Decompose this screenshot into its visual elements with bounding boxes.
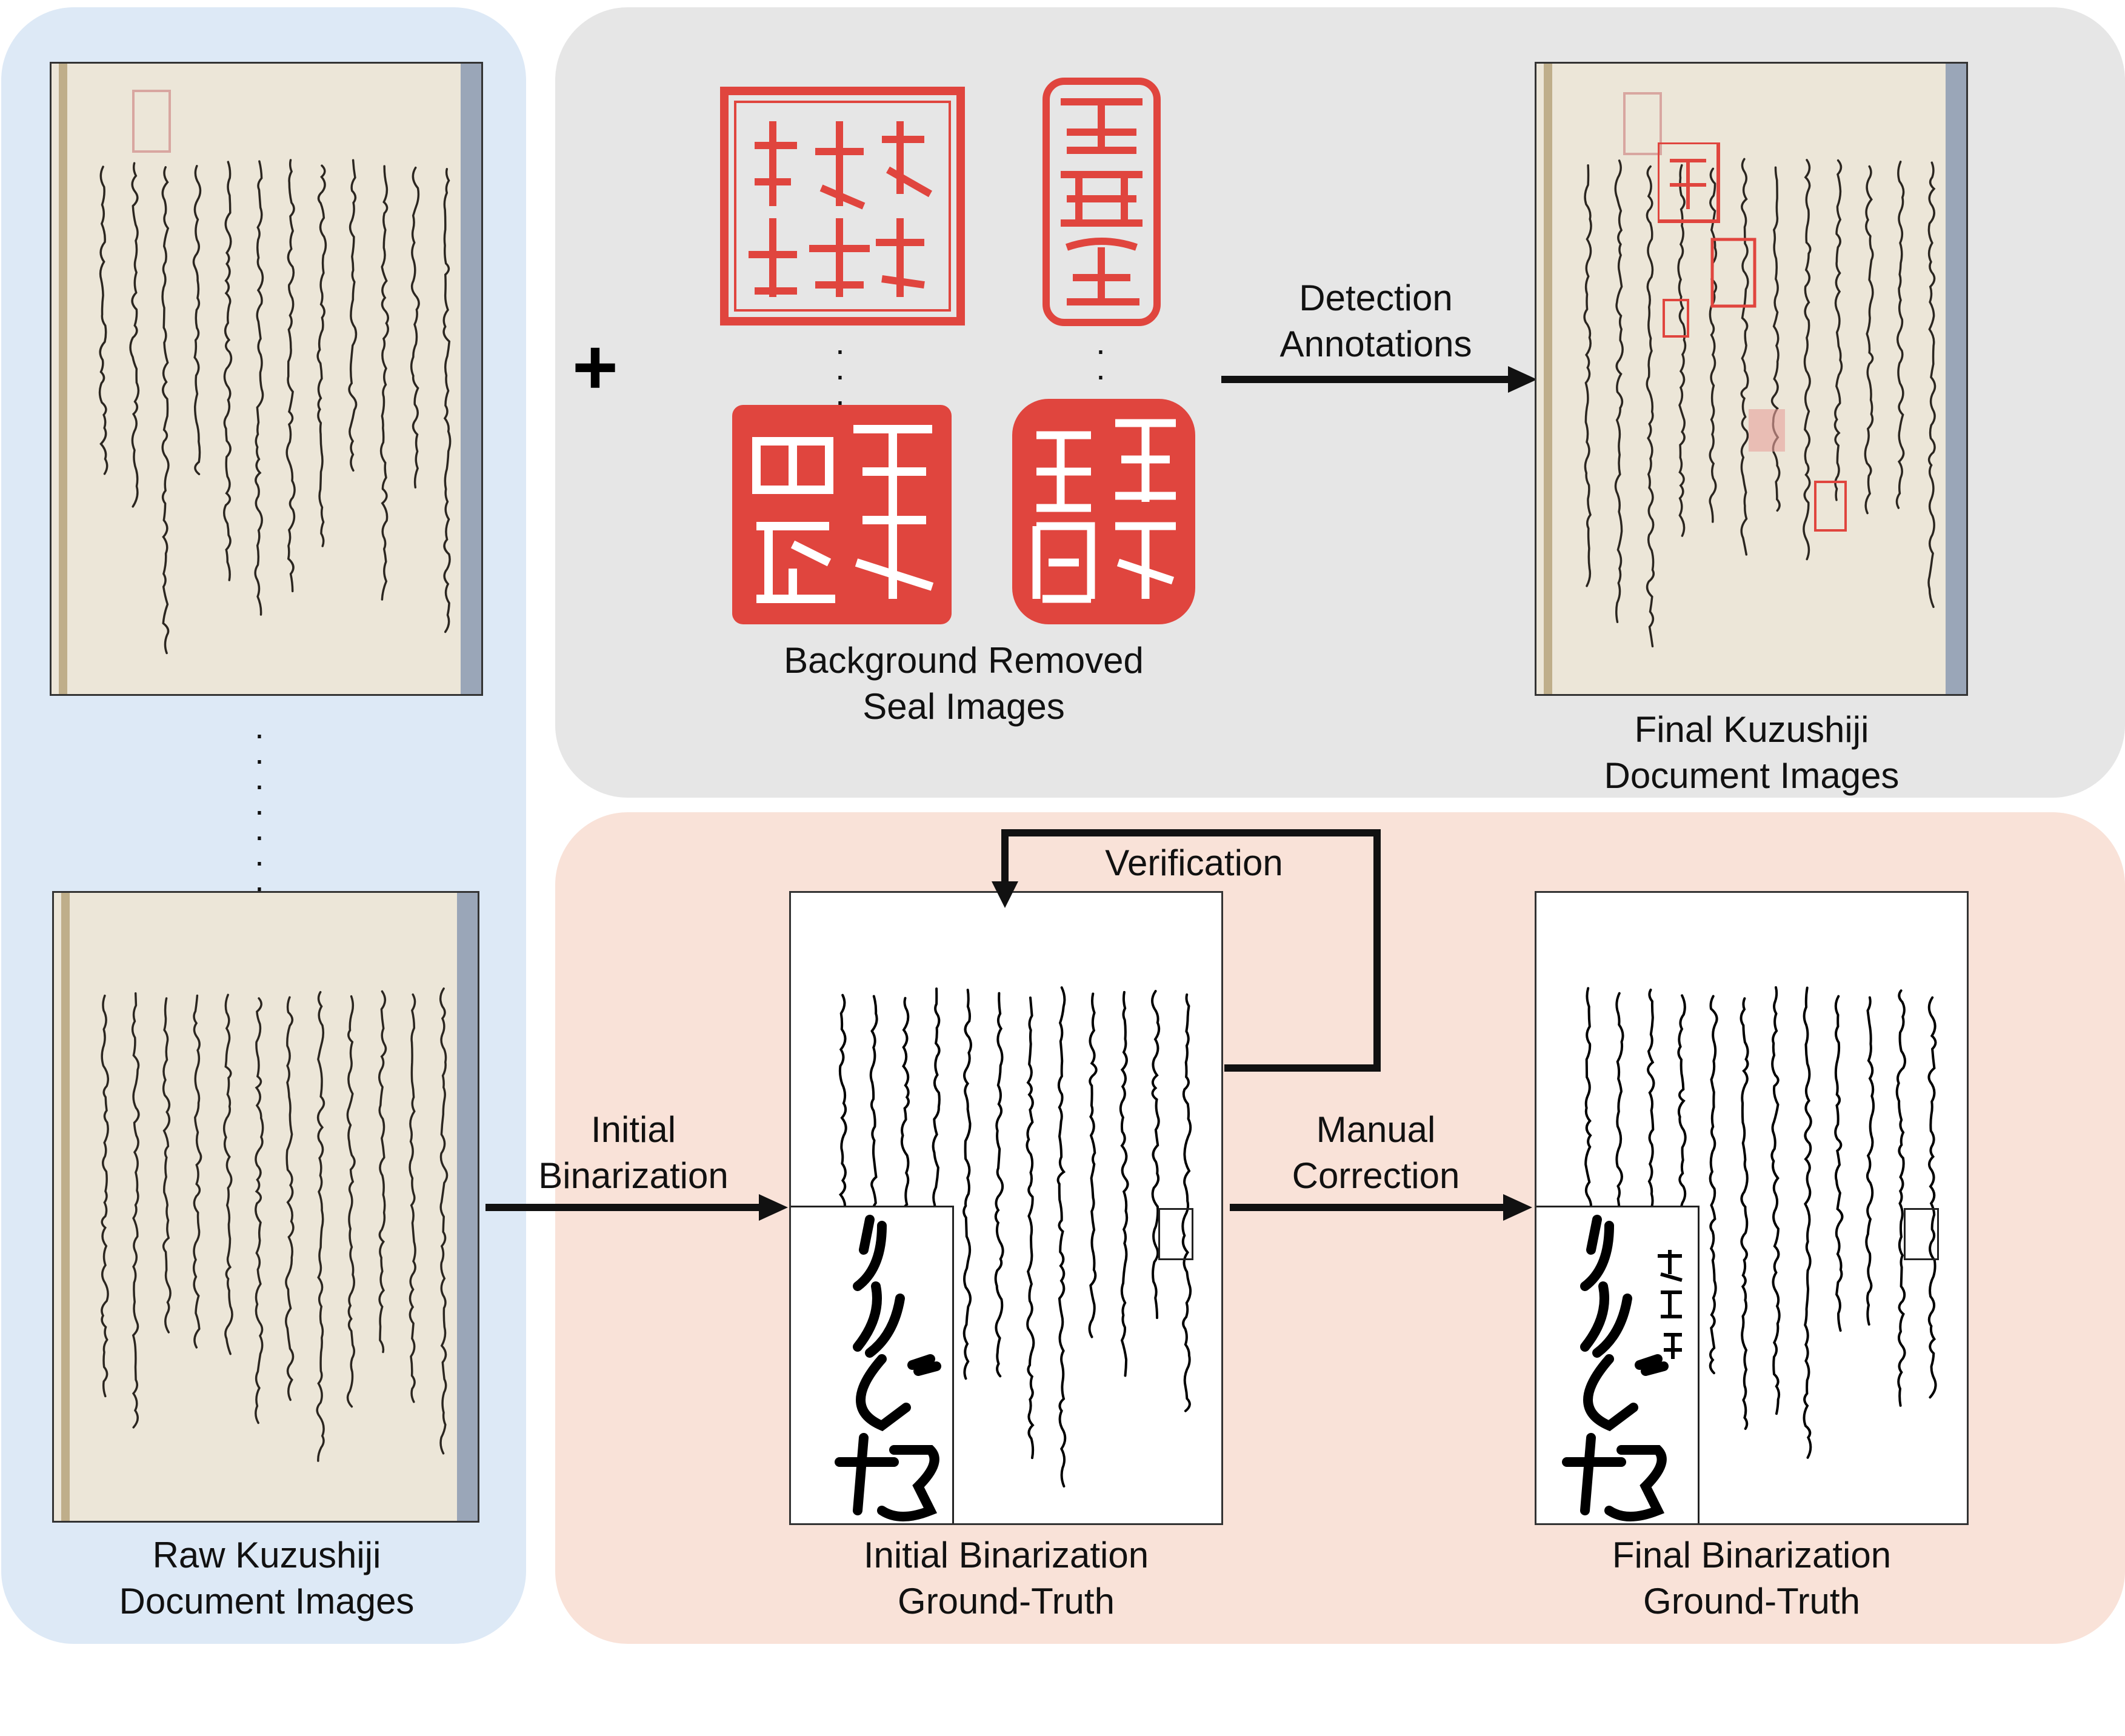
raw-document-image-1 — [50, 62, 483, 696]
final-binarization-image — [1535, 891, 1969, 1525]
highlight-box — [1904, 1208, 1939, 1260]
text-column-2 — [1895, 989, 1907, 1407]
text-column-1 — [1927, 161, 1937, 609]
text-column-5 — [316, 164, 327, 547]
text-column-3 — [1119, 990, 1129, 1377]
text-column-8 — [1709, 995, 1718, 1375]
zoomed-glyphs — [835, 1215, 941, 1521]
text-column-3 — [1864, 165, 1874, 515]
final-gt-label: Final Binarization Ground-Truth — [1612, 1535, 1892, 1621]
text-column-3 — [1865, 996, 1875, 1326]
text-column-7 — [994, 992, 1004, 1378]
seal-images-label: Background Removed Seal Images — [784, 640, 1144, 727]
text-column-8 — [222, 161, 233, 581]
text-column-5 — [316, 990, 325, 1462]
text-column-10 — [162, 997, 172, 1334]
vertical-ellipsis: ······· — [253, 715, 265, 906]
zoom-inset — [791, 1206, 954, 1523]
pasted-seals — [1658, 142, 1847, 532]
seal-image-2 — [1042, 78, 1161, 326]
initial-binarization-image — [789, 891, 1223, 1525]
text-column-5 — [1803, 986, 1812, 1459]
raw-document-image-2 — [52, 891, 479, 1523]
text-column-7 — [1740, 158, 1749, 556]
text-column-6 — [1770, 986, 1781, 1415]
text-column-9 — [192, 165, 202, 475]
text-column-11 — [131, 992, 140, 1429]
manual-correction-arrow — [1230, 1194, 1532, 1221]
seal-ellipsis-1: ··· — [834, 330, 846, 419]
seal-image-3 — [732, 405, 952, 624]
text-column-5 — [1056, 986, 1067, 1487]
calligraphy-strokes — [101, 987, 449, 1462]
seal-image-4 — [1012, 399, 1195, 624]
raw-documents-label: Raw Kuzushiji Document Images — [119, 1535, 415, 1621]
seal-image-1 — [720, 87, 965, 326]
text-column-10 — [1646, 165, 1655, 648]
text-column-11 — [1614, 159, 1624, 623]
text-column-6 — [285, 996, 295, 1401]
text-column-11 — [129, 162, 140, 508]
text-column-6 — [1026, 997, 1035, 1460]
text-column-5 — [1803, 159, 1812, 561]
final-documents-label: Final Kuzushiji Document Images — [1604, 709, 1900, 796]
initial-binarization-label: Initial Binarization — [538, 1109, 729, 1196]
text-column-1 — [442, 168, 452, 633]
initial-binarization-arrow — [485, 1194, 788, 1221]
zoom-inset — [1536, 1206, 1700, 1523]
text-column-4 — [1834, 995, 1844, 1332]
plus-sign: + — [572, 322, 618, 411]
text-column-7 — [254, 160, 264, 616]
text-column-7 — [255, 997, 264, 1424]
text-column-2 — [1895, 161, 1905, 509]
text-column-12 — [98, 165, 108, 475]
text-column-9 — [192, 994, 202, 1349]
text-column-9 — [1677, 164, 1687, 537]
detection-annotations-label: Detection Annotations — [1279, 278, 1472, 364]
text-column-12 — [1583, 164, 1592, 587]
text-column-4 — [1088, 992, 1098, 1338]
text-column-10 — [161, 166, 170, 655]
text-column-2 — [409, 993, 416, 1403]
text-column-7 — [1740, 997, 1749, 1431]
detection-arrow — [1221, 366, 1537, 393]
seal-ellipsis-2: ··· — [1095, 330, 1107, 418]
text-column-1 — [1181, 993, 1192, 1412]
text-column-6 — [1770, 166, 1781, 512]
text-column-12 — [101, 994, 110, 1398]
text-column-3 — [379, 165, 389, 601]
calligraphy-strokes — [1583, 158, 1937, 648]
faint-seal-mark — [132, 90, 171, 153]
initial-gt-label: Initial Binarization Ground-Truth — [863, 1535, 1149, 1621]
verification-label: Verification — [1105, 843, 1283, 883]
faint-seal-mark — [1623, 92, 1662, 155]
text-column-1 — [1927, 996, 1937, 1399]
text-column-4 — [346, 995, 356, 1408]
text-column-4 — [348, 159, 358, 472]
text-column-8 — [962, 989, 972, 1380]
text-column-2 — [1151, 990, 1161, 1320]
verification-loop-arrow — [992, 829, 1381, 1072]
final-document-image — [1535, 62, 1968, 696]
text-column-8 — [222, 993, 233, 1355]
text-column-8 — [1709, 167, 1718, 523]
highlight-box — [1158, 1208, 1193, 1260]
manual-correction-label: Manual Correction — [1292, 1109, 1460, 1196]
calligraphy-strokes — [98, 159, 452, 655]
zoomed-glyphs — [1562, 1215, 1683, 1521]
text-column-2 — [410, 166, 420, 489]
text-column-3 — [378, 990, 387, 1354]
text-column-1 — [439, 987, 449, 1455]
text-column-4 — [1833, 159, 1843, 501]
text-column-6 — [285, 159, 296, 593]
